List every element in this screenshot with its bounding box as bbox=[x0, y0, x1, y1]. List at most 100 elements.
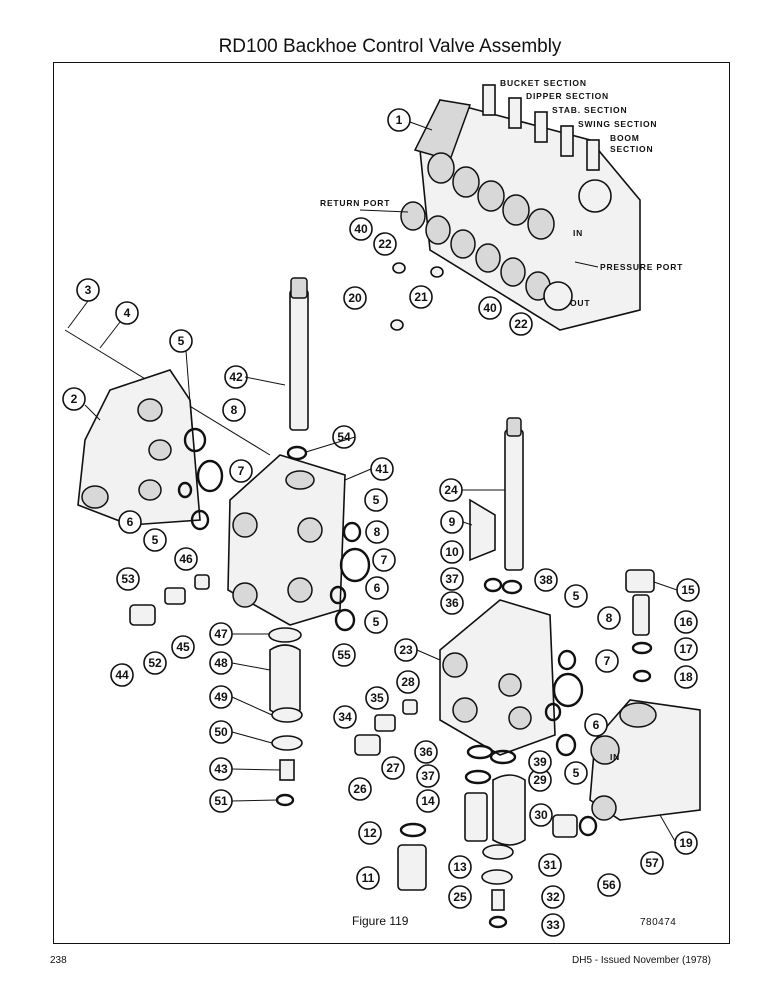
diagram-frame bbox=[53, 62, 730, 944]
callout-1: 1 bbox=[387, 108, 411, 132]
callout-5: 5 bbox=[169, 329, 193, 353]
callout-8: 8 bbox=[597, 606, 621, 630]
label-stab-section: STAB. SECTION bbox=[552, 105, 627, 115]
callout-45: 45 bbox=[171, 635, 195, 659]
label-bucket-section: BUCKET SECTION bbox=[500, 78, 587, 88]
callout-37: 37 bbox=[440, 567, 464, 591]
svg-text:33: 33 bbox=[546, 918, 560, 932]
end-cover-drawing bbox=[64, 329, 271, 531]
svg-text:9: 9 bbox=[449, 515, 456, 529]
leader-lines bbox=[67, 121, 678, 844]
label-boom-section: SECTION bbox=[610, 144, 653, 154]
svg-text:19: 19 bbox=[679, 836, 693, 850]
svg-text:25: 25 bbox=[453, 890, 467, 904]
callout-4: 4 bbox=[115, 301, 139, 325]
callout-6: 6 bbox=[118, 510, 142, 534]
svg-text:43: 43 bbox=[214, 762, 228, 776]
svg-text:14: 14 bbox=[421, 794, 435, 808]
callout-38: 38 bbox=[534, 568, 558, 592]
svg-text:32: 32 bbox=[546, 890, 560, 904]
callout-6: 6 bbox=[584, 713, 608, 737]
svg-text:16: 16 bbox=[679, 615, 693, 629]
spool-section-drawing bbox=[129, 277, 371, 807]
figure-caption: Figure 119 bbox=[352, 914, 409, 928]
svg-text:45: 45 bbox=[176, 640, 190, 654]
callout-35: 35 bbox=[365, 686, 389, 710]
svg-text:5: 5 bbox=[573, 766, 580, 780]
callout-48: 48 bbox=[209, 651, 233, 675]
callout-2: 2 bbox=[62, 387, 86, 411]
callout-52: 52 bbox=[143, 651, 167, 675]
assembled-valve-drawing: BUCKET SECTION DIPPER SECTION STAB. SECT… bbox=[320, 78, 682, 331]
callout-36: 36 bbox=[414, 740, 438, 764]
page-title: RD100 Backhoe Control Valve Assembly bbox=[218, 36, 562, 57]
callout-9: 9 bbox=[440, 510, 464, 534]
callout-44: 44 bbox=[110, 663, 134, 687]
callout-54: 54 bbox=[332, 425, 356, 449]
svg-text:42: 42 bbox=[229, 370, 243, 384]
svg-text:1: 1 bbox=[396, 113, 403, 127]
svg-text:12: 12 bbox=[363, 826, 377, 840]
callout-25: 25 bbox=[448, 885, 472, 909]
port-mark-in-block: IN bbox=[610, 752, 620, 762]
svg-text:11: 11 bbox=[362, 871, 375, 885]
page-number: 238 bbox=[50, 955, 67, 966]
callout-28: 28 bbox=[396, 670, 420, 694]
callout-40: 40 bbox=[349, 217, 373, 241]
callout-49: 49 bbox=[209, 685, 233, 709]
svg-text:3: 3 bbox=[85, 283, 92, 297]
svg-text:2: 2 bbox=[71, 392, 78, 406]
svg-text:40: 40 bbox=[483, 301, 497, 315]
callout-55: 55 bbox=[332, 643, 356, 667]
callout-7: 7 bbox=[595, 649, 619, 673]
callout-17: 17 bbox=[674, 637, 698, 661]
svg-text:38: 38 bbox=[539, 573, 553, 587]
callout-6: 6 bbox=[365, 576, 389, 600]
callout-30: 30 bbox=[529, 803, 553, 827]
label-boom: BOOM bbox=[610, 133, 640, 143]
callout-22: 22 bbox=[509, 312, 533, 336]
svg-text:5: 5 bbox=[373, 493, 380, 507]
svg-text:6: 6 bbox=[127, 515, 134, 529]
svg-text:22: 22 bbox=[514, 317, 528, 331]
svg-text:29: 29 bbox=[533, 773, 547, 787]
svg-text:20: 20 bbox=[348, 291, 362, 305]
callout-16: 16 bbox=[674, 610, 698, 634]
right-section-drawing: IN bbox=[354, 417, 701, 929]
issue-note: DH5 - Issued November (1978) bbox=[572, 955, 711, 966]
svg-text:15: 15 bbox=[681, 583, 695, 597]
callout-50: 50 bbox=[209, 720, 233, 744]
callout-5: 5 bbox=[564, 584, 588, 608]
callout-46: 46 bbox=[174, 547, 198, 571]
callout-8: 8 bbox=[222, 398, 246, 422]
callout-5: 5 bbox=[364, 488, 388, 512]
svg-text:48: 48 bbox=[214, 656, 228, 670]
svg-text:21: 21 bbox=[414, 290, 428, 304]
svg-text:10: 10 bbox=[445, 545, 459, 559]
callout-18: 18 bbox=[674, 665, 698, 689]
port-mark-out: OUT bbox=[570, 298, 590, 308]
callout-26: 26 bbox=[348, 777, 372, 801]
callout-27: 27 bbox=[381, 756, 405, 780]
svg-text:8: 8 bbox=[606, 611, 613, 625]
callout-21: 21 bbox=[409, 285, 433, 309]
callout-39: 39 bbox=[528, 750, 552, 774]
callout-13: 13 bbox=[448, 855, 472, 879]
callout-36: 36 bbox=[440, 591, 464, 615]
drawing-number: 780474 bbox=[640, 917, 677, 928]
svg-text:57: 57 bbox=[645, 856, 659, 870]
svg-text:24: 24 bbox=[444, 483, 458, 497]
svg-text:8: 8 bbox=[374, 525, 381, 539]
svg-text:51: 51 bbox=[214, 794, 228, 808]
callout-40: 40 bbox=[478, 296, 502, 320]
svg-text:44: 44 bbox=[115, 668, 129, 682]
callout-34: 34 bbox=[333, 705, 357, 729]
callout-3: 3 bbox=[76, 278, 100, 302]
callout-5: 5 bbox=[564, 761, 588, 785]
svg-text:7: 7 bbox=[604, 654, 611, 668]
svg-text:55: 55 bbox=[337, 648, 351, 662]
svg-text:34: 34 bbox=[338, 710, 352, 724]
callout-53: 53 bbox=[116, 567, 140, 591]
callout-51: 51 bbox=[209, 789, 233, 813]
svg-text:28: 28 bbox=[401, 675, 415, 689]
